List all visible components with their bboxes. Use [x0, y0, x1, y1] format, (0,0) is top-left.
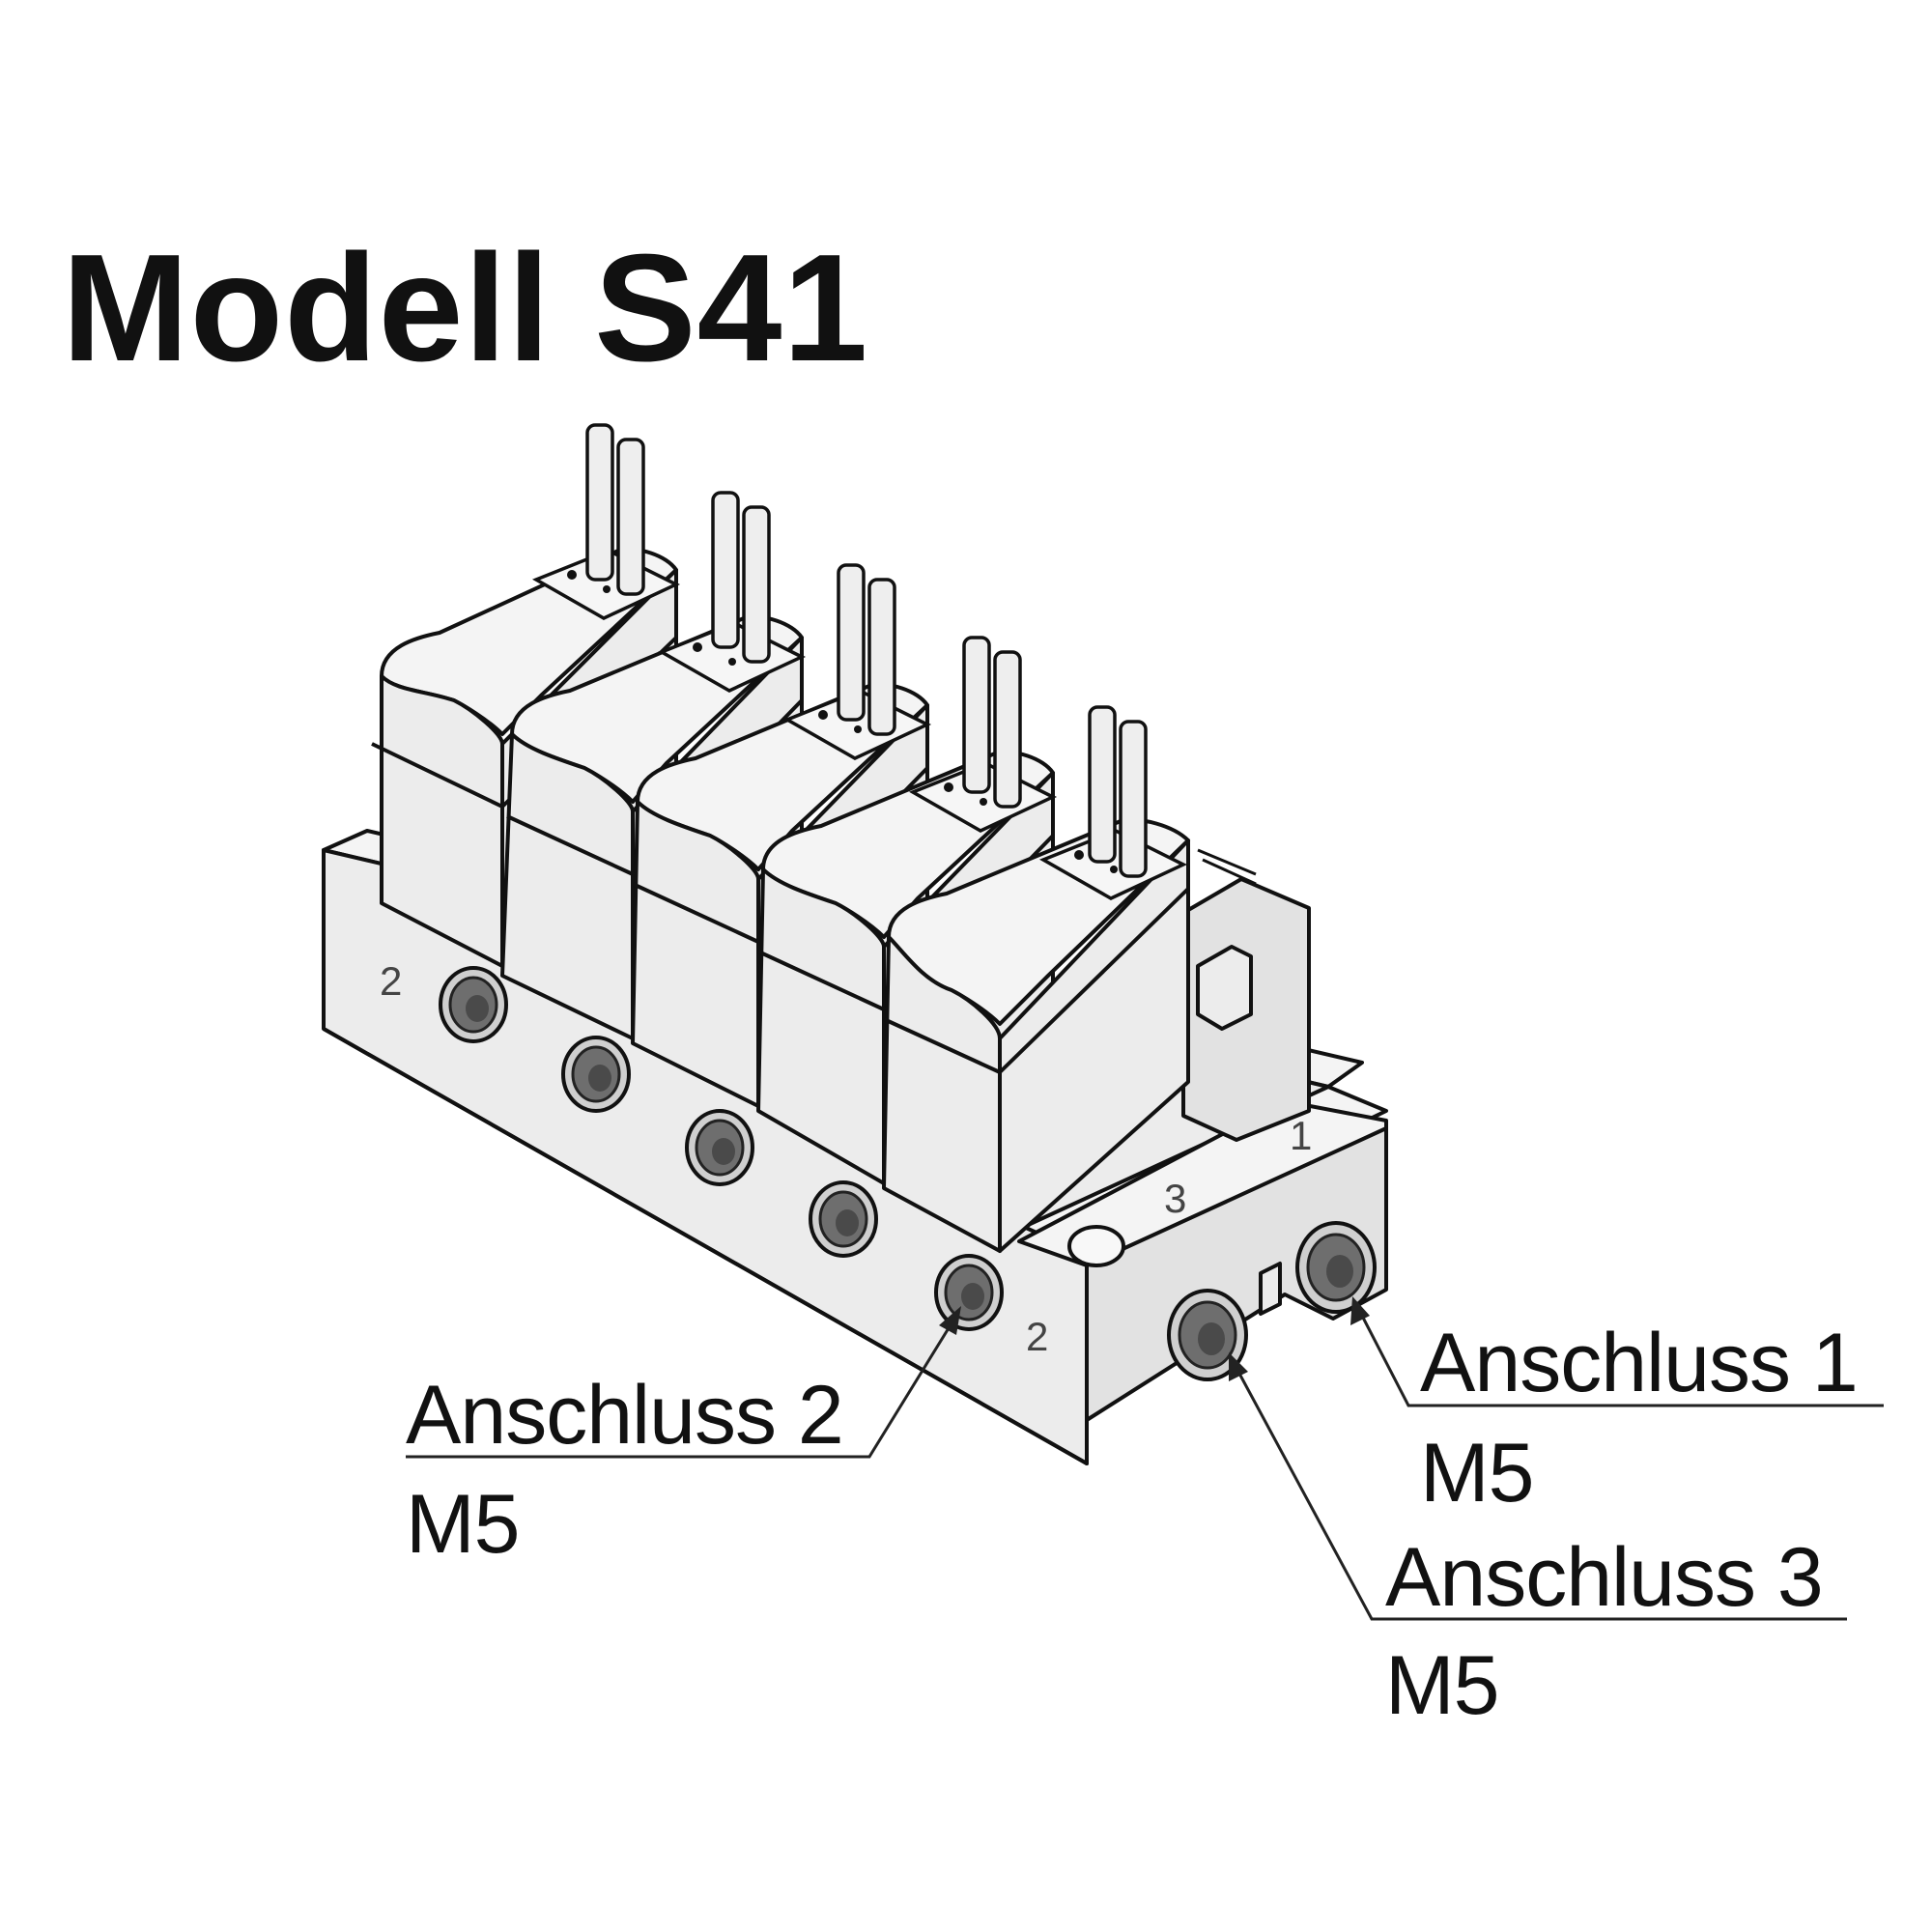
leader-port3 — [1236, 1371, 1847, 1621]
port3-label: Anschluss 3 — [1385, 1531, 1824, 1624]
end-ports — [1167, 1221, 1377, 1381]
leader-port1 — [1360, 1315, 1884, 1407]
port1-size: M5 — [1420, 1427, 1534, 1520]
arrowhead-port2 — [939, 1306, 961, 1335]
valve-units — [371, 547, 1190, 1253]
port2-size: M5 — [406, 1478, 520, 1571]
solenoid-valve-icon — [882, 817, 1190, 1253]
diagram-title: Modell S41 — [62, 223, 869, 393]
top-port-number-1: 1 — [1290, 1113, 1312, 1158]
port3-size: M5 — [1385, 1639, 1499, 1732]
arrowhead-port3 — [1229, 1352, 1248, 1381]
port2-row — [439, 966, 1004, 1331]
top-port-ring — [1067, 1225, 1125, 1267]
connector-pins — [531, 423, 1188, 900]
end-cap — [1181, 848, 1311, 1142]
leader-lines — [406, 1296, 1884, 1621]
port2-label: Anschluss 2 — [406, 1369, 844, 1462]
top-port-number-3: 3 — [1164, 1176, 1186, 1221]
left-port-number: 2 — [380, 958, 402, 1004]
arrowhead-port1 — [1350, 1296, 1370, 1325]
port1-label: Anschluss 1 — [1420, 1317, 1859, 1409]
manifold-notch — [1259, 1262, 1282, 1316]
front-port-number: 2 — [1026, 1314, 1048, 1359]
leader-port2 — [406, 1322, 953, 1459]
